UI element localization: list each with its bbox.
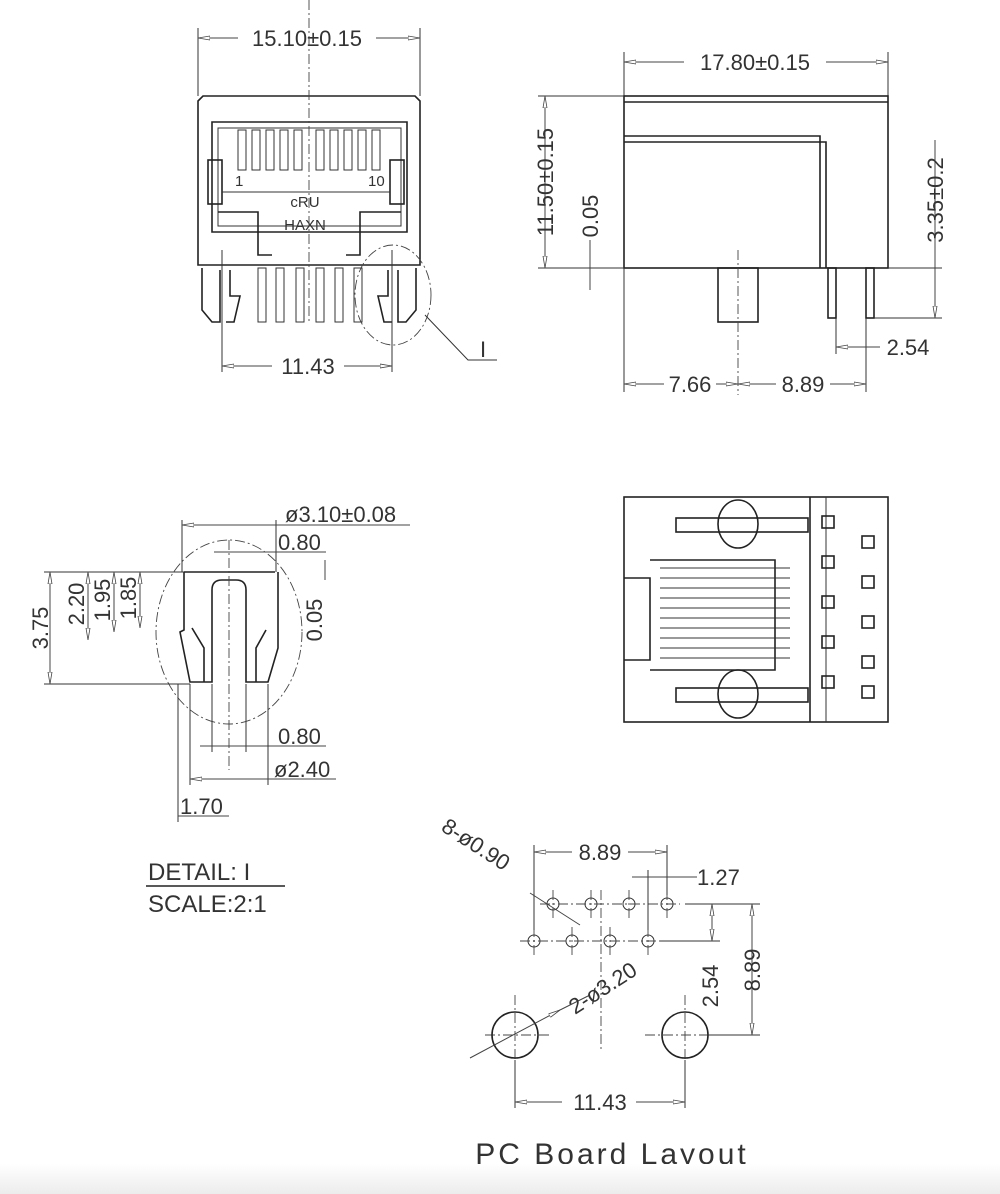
cert-mark: cRU [290,194,319,211]
pcb-layout: 8-ø0.90 8.89 1.27 2-ø3.20 2.54 8.89 11.4… [437,813,765,1171]
side-length-dim: 17.80±0.15 [700,50,810,75]
detail-width: 1.70 [180,794,223,819]
bottom-pin-pads [821,515,875,699]
side-pin-offset-dim: 8.89 [782,372,825,397]
marking-text: HAXN [284,217,326,234]
side-view: 17.80±0.15 11.50±0.15 0.05 3.35±0.2 2.54… [533,50,948,397]
front-pins [201,267,417,323]
side-height-dim: 11.50±0.15 [533,128,558,236]
detail-view: ø3.10±0.08 0.80 3.75 2.20 1.95 1.85 0.05… [28,502,410,918]
detail-height-c: 1.85 [116,577,141,620]
detail-circle [354,244,432,346]
detail-slot-bottom: 0.80 [278,724,321,749]
detail-callout-label: I [480,337,486,362]
side-post-offset-dim: 7.66 [669,372,712,397]
contact-fingers [237,129,381,171]
pcb-row-pitch-dim: 2.54 [698,965,723,1008]
side-pin-length-dim: 3.35±0.2 [923,157,948,242]
pcb-small-holes-dim: 8-ø0.90 [437,813,514,875]
pcb-post-to-row-dim: 8.89 [740,949,765,992]
detail-offset: 0.05 [302,599,327,642]
front-pin-span-dim: 11.43 [281,354,334,379]
detail-height-total: 3.75 [28,607,53,650]
detail-slot-top: 0.80 [278,530,321,555]
detail-post-dia: ø3.10±0.08 [285,502,396,527]
side-pin-pitch-dim: 2.54 [887,335,930,360]
detail-scale: SCALE:2:1 [148,891,267,918]
front-width-dim: 15.10±0.15 [252,26,362,51]
detail-height-b: 1.95 [90,579,115,622]
detail-title: DETAIL: I [148,859,250,886]
detail-height-a: 2.20 [64,583,89,626]
jack-body-side [623,95,889,269]
bottom-shade [0,1164,1000,1194]
pcb-large-holes-dim: 2-ø3.20 [564,957,641,1019]
large-hole-left [491,1011,539,1059]
pin-label-last: 10 [368,173,385,190]
side-offset-dim: 0.05 [578,195,603,238]
bottom-view [623,496,889,723]
pin-label-first: 1 [235,173,243,190]
jack-body-front [197,95,421,266]
detail-hole-dia: ø2.40 [274,757,330,782]
pcb-stagger-dim: 1.27 [697,865,740,890]
pcb-post-span-dim: 11.43 [573,1090,626,1115]
pcb-row-span-dim: 8.89 [579,840,622,865]
front-view: 15.10±0.15 1 10 cRU HAXN I [197,0,497,379]
